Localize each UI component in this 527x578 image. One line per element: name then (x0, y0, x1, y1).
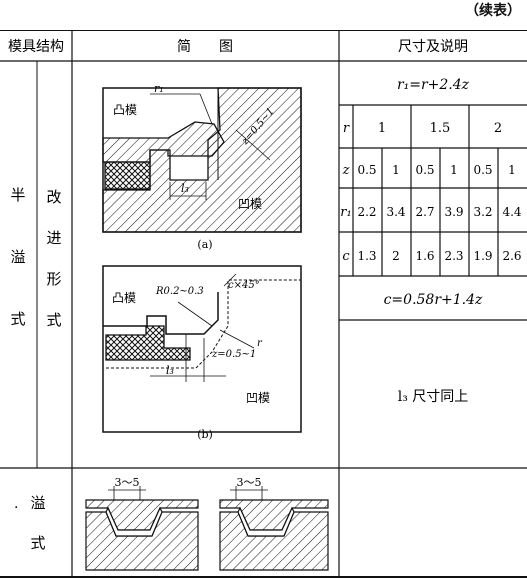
z-value: 1 (392, 163, 400, 177)
fig-a-punch: 凸模 (113, 103, 137, 117)
r-value-1: 1 (378, 121, 386, 136)
r-value-2: 1.5 (430, 121, 451, 136)
c-value: 2.3 (444, 249, 463, 263)
formula-c: c=0.58r+1.4z (384, 292, 483, 308)
z-value: 0.5 (415, 163, 434, 177)
fig-b-l3: l₃ (166, 364, 174, 377)
fig-b-c: c×45° (228, 280, 260, 291)
sub-label-2: 进 (46, 229, 61, 247)
header-size: 尺寸及说明 (398, 39, 468, 55)
grid-z-label: z (342, 163, 350, 178)
semi-label-3: 式 (10, 310, 25, 328)
fig-b-punch: 凸模 (112, 291, 136, 305)
fig-b-caption: (b) (197, 428, 213, 441)
r1-value: 3.9 (444, 205, 463, 219)
z-value: 1 (508, 163, 516, 177)
fig-b-R: R0.2~0.3 (155, 286, 204, 297)
header-diagram: 简 图 (177, 38, 233, 55)
z-value: 0.5 (473, 163, 492, 177)
overflow-figure-left: 3～5 (85, 476, 199, 571)
grid-c-label: c (342, 249, 350, 264)
fig-b-die: 凹模 (246, 391, 270, 405)
grid-r1-label: r₁ (340, 205, 351, 220)
z-value: 0.5 (357, 163, 376, 177)
header-structure: 模具结构 (8, 39, 64, 55)
dim-left: 3～5 (115, 476, 140, 489)
c-value: 1.3 (357, 249, 376, 263)
c-value: 2 (392, 249, 400, 263)
semi-label-1: 半 (10, 186, 25, 204)
c-value: 2.6 (502, 249, 521, 263)
figure-a: 凸模 r₁ z=0.5~1 l₃ 凹模 (102, 82, 302, 233)
semi-label-2: 溢 (10, 248, 25, 266)
main-table: 模具结构 简 图 尺寸及说明 半 溢 式 改 进 形 式 r₁=r+2.4z c… (0, 30, 527, 578)
overflow-dot: . (14, 496, 18, 512)
sub-label-1: 改 (46, 188, 61, 206)
dim-right: 3～5 (237, 476, 262, 489)
overflow-label-2: 式 (30, 534, 45, 552)
r1-value: 3.4 (386, 205, 405, 219)
overflow-figure-right: 3～5 (219, 476, 329, 571)
figure-b: 凸模 R0.2~0.3 c×45° r z=0.5~1 l₃ 凹模 (102, 265, 302, 433)
overflow-label-1: 溢 (30, 494, 45, 512)
fig-a-l3: l₃ (181, 182, 189, 195)
r1-value: 2.2 (357, 205, 376, 219)
sub-label-4: 式 (46, 311, 61, 329)
note-l3: l₃ 尺寸同上 (398, 389, 469, 405)
r1-value: 2.7 (415, 205, 434, 219)
fig-a-caption: (a) (197, 238, 212, 251)
fig-a-die: 凹模 (238, 197, 262, 211)
r1-value: 3.2 (473, 205, 492, 219)
fig-b-r: r (257, 338, 263, 349)
c-value: 1.6 (415, 249, 434, 263)
c-value: 1.9 (473, 249, 492, 263)
fig-a-r1: r₁ (154, 82, 164, 95)
z-value: 1 (450, 163, 458, 177)
grid-r-label: r (343, 121, 350, 136)
formula-r1: r₁=r+2.4z (397, 77, 470, 93)
r1-value: 4.4 (502, 205, 521, 219)
continuation-label: （续表） (465, 3, 521, 19)
r-value-3: 2 (494, 121, 502, 136)
sub-label-3: 形 (46, 270, 61, 288)
fig-b-z: z=0.5~1 (211, 349, 256, 360)
